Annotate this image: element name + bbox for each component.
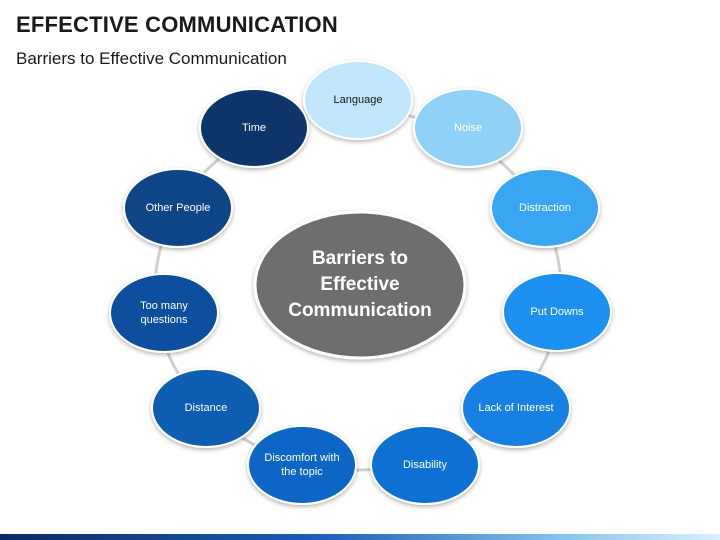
barrier-node-too-many-questions: Too many questions xyxy=(109,273,219,353)
page-subtitle: Barriers to Effective Communication xyxy=(16,49,287,68)
barrier-node-put-downs: Put Downs xyxy=(502,272,612,352)
barrier-node-language: Language xyxy=(303,60,413,140)
barrier-node-distance: Distance xyxy=(151,368,261,448)
barrier-node-distraction: Distraction xyxy=(490,168,600,248)
barrier-node-shape xyxy=(303,60,413,140)
barrier-node-lack-of-interest: Lack of Interest xyxy=(461,368,571,448)
barrier-node-label: questions xyxy=(140,314,188,326)
barrier-node-shape xyxy=(370,425,480,505)
barrier-node-discomfort: Discomfort with the topic xyxy=(247,425,357,505)
barrier-node-disability: Disability xyxy=(370,425,480,505)
barrier-node-shape xyxy=(123,168,233,248)
barrier-node-noise: Noise xyxy=(413,88,523,168)
center-node-label: Barriers to xyxy=(312,248,408,269)
barrier-node-label: the topic xyxy=(281,466,323,478)
center-node-label: Effective xyxy=(320,274,399,295)
center-node-shape xyxy=(253,210,467,360)
barrier-node-label: Language xyxy=(334,94,383,106)
barrier-node-label: Lack of Interest xyxy=(478,402,553,414)
barrier-node-time: Time xyxy=(199,88,309,168)
barrier-node-shape xyxy=(502,272,612,352)
barrier-node-other-people: Other People xyxy=(123,168,233,248)
barrier-node-label: Too many xyxy=(140,300,188,312)
barrier-node-shape xyxy=(151,368,261,448)
barrier-node-shape xyxy=(490,168,600,248)
barrier-node-label: Put Downs xyxy=(530,306,584,318)
barrier-node-shape xyxy=(413,88,523,168)
barrier-node-shape xyxy=(247,425,357,505)
barrier-node-shape xyxy=(109,273,219,353)
bottom-accent-bar xyxy=(0,534,720,540)
page-title: EFFECTIVE COMMUNICATION xyxy=(16,12,338,37)
barrier-node-label: Discomfort with xyxy=(264,452,339,464)
center-node-label: Communication xyxy=(288,300,432,321)
barrier-node-label: Other People xyxy=(146,202,211,214)
barrier-node-label: Distance xyxy=(185,402,228,414)
barrier-node-shape xyxy=(461,368,571,448)
barrier-node-label: Distraction xyxy=(519,202,571,214)
barrier-node-label: Noise xyxy=(454,122,482,134)
barrier-node-label: Disability xyxy=(403,459,448,471)
barrier-node-shape xyxy=(199,88,309,168)
barrier-node-label: Time xyxy=(242,122,266,134)
